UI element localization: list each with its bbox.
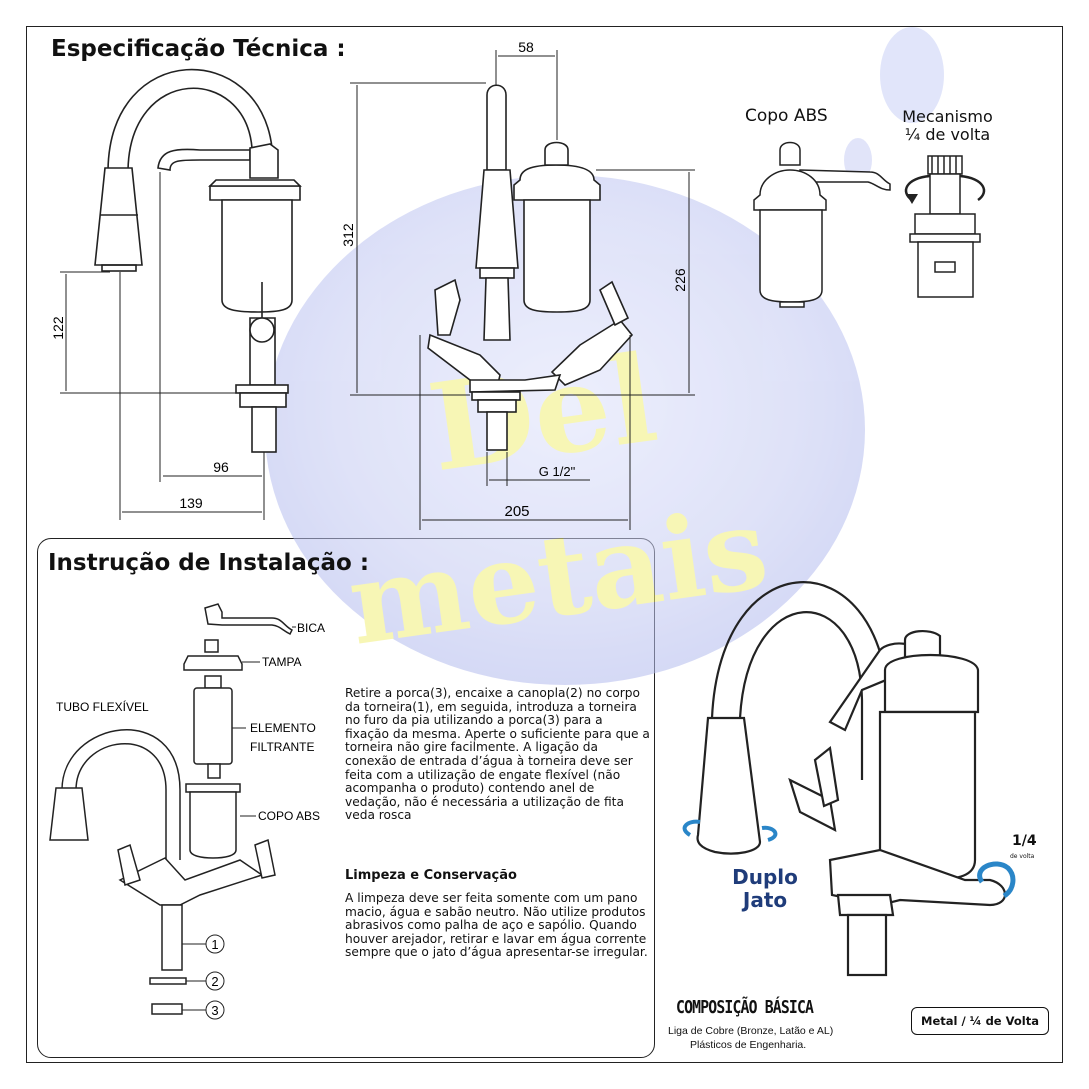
mecanismo-title-line1: Mecanismo (902, 107, 993, 126)
duplo-jato-line2: Jato (742, 888, 788, 912)
dim-312: 312 (340, 223, 356, 247)
side-view-dimension-lines (60, 172, 265, 520)
metal-quarter-turn-badge: Metal / ¼ de Volta (911, 1007, 1049, 1035)
composition-line-2: Plásticos de Engenharia. (690, 1039, 807, 1051)
front-view-dimension-lines (350, 50, 695, 530)
composition-title: COMPOSIÇÃO BÁSICA (676, 997, 814, 1018)
spec-heading: Especificação Técnica : (51, 36, 346, 62)
exploded-view-drawing (49, 603, 294, 1015)
cleaning-text: A limpeza deve ser feita somente com um … (345, 891, 648, 960)
rotation-arrows-icon (904, 174, 986, 204)
composition-line-1: Liga de Cobre (Bronze, Latão e AL) (668, 1025, 834, 1037)
label-filtrante: FILTRANTE (250, 740, 314, 754)
spray-arrows-icon (682, 819, 778, 842)
label-tampa: TAMPA (262, 655, 302, 669)
quarter-turn-label: 1/4 (1012, 833, 1037, 849)
dim-58: 58 (518, 39, 534, 55)
mecanismo-title-line2: ¼ de volta (904, 125, 991, 144)
label-copo-abs: COPO ABS (258, 809, 320, 823)
copo-abs-drawing (753, 141, 891, 308)
quarter-turn-sublabel: de volta (1010, 853, 1035, 860)
install-heading: Instrução de Instalação : (48, 550, 370, 576)
cleaning-title: Limpeza e Conservação (345, 868, 517, 883)
label-elemento: ELEMENTO (250, 721, 316, 735)
quarter-turn-arrow-icon (977, 861, 1016, 899)
product-render (696, 581, 1007, 977)
label-bica: BICA (297, 621, 325, 635)
dim-139: 139 (179, 495, 203, 511)
dim-96: 96 (213, 459, 229, 475)
duplo-jato-label: Duplo Jato (720, 866, 810, 912)
copo-abs-title: Copo ABS (745, 106, 828, 126)
side-view-drawing (94, 68, 302, 453)
duplo-jato-line1: Duplo (732, 865, 798, 889)
dim-226: 226 (672, 268, 688, 292)
dim-205: 205 (504, 503, 529, 520)
front-view-drawing (427, 84, 634, 451)
label-part-1: 1 (211, 937, 218, 952)
watermark-logo: Del metais (265, 27, 944, 685)
label-part-2: 2 (211, 974, 218, 989)
installation-text: Retire a porca(3), encaixe a canopla(2) … (345, 686, 650, 823)
dim-g-thread: G 1/2" (539, 464, 576, 479)
mecanismo-drawing (909, 155, 981, 298)
label-part-3: 3 (211, 1003, 218, 1018)
page-frame (26, 26, 1063, 1063)
dim-122: 122 (50, 316, 66, 340)
exploded-leader-lines (182, 626, 296, 1020)
mecanismo-title: Mecanismo ¼ de volta (885, 108, 1010, 144)
label-tubo-flexivel: TUBO FLEXÍVEL (56, 699, 149, 714)
